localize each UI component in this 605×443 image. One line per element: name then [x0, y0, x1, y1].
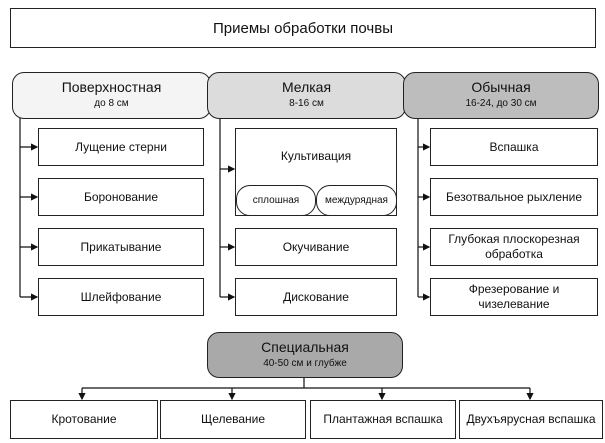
item-box: Фрезерование и чизелевание	[430, 278, 598, 316]
group-header-surface: Поверхностная до 8 см	[12, 72, 211, 119]
page-title: Приемы обработки почвы	[10, 8, 596, 48]
subitem-pill: сплошная	[236, 185, 316, 216]
item-box: Прикатывание	[38, 228, 204, 266]
item-box: Окучивание	[235, 228, 397, 266]
item-box: Боронование	[38, 178, 204, 216]
group-name: Поверхностная	[61, 79, 162, 95]
item-box: Шлейфование	[38, 278, 204, 316]
item-box: Плантажная вспашка	[310, 400, 456, 439]
group-header-special: Специальная 40-50 см и глубже	[207, 332, 403, 378]
group-name: Специальная	[261, 339, 349, 355]
group-name: Мелкая	[281, 79, 332, 95]
group-depth: до 8 см	[94, 98, 129, 109]
item-box: Щелевание	[160, 400, 306, 439]
item-box: Дискование	[235, 278, 397, 316]
group-name: Обычная	[471, 79, 531, 95]
item-box: Двухъярусная вспашка	[459, 400, 603, 439]
item-box: Лущение стерни	[38, 128, 204, 166]
group-depth: 16-24, до 30 см	[465, 98, 537, 109]
item-box: Безотвальное рыхление	[430, 178, 598, 216]
group-depth: 8-16 см	[289, 98, 324, 109]
group-depth: 40-50 см и глубже	[263, 358, 347, 369]
subitem-pill: междурядная	[316, 185, 397, 216]
group-header-regular: Обычная 16-24, до 30 см	[403, 72, 599, 119]
item-label: Культивация	[280, 149, 352, 163]
group-header-shallow: Мелкая 8-16 см	[207, 72, 406, 119]
item-box: Глубокая плоскорезная обработка	[430, 228, 598, 266]
item-box: Кротование	[10, 400, 158, 439]
item-box: Вспашка	[430, 128, 598, 166]
